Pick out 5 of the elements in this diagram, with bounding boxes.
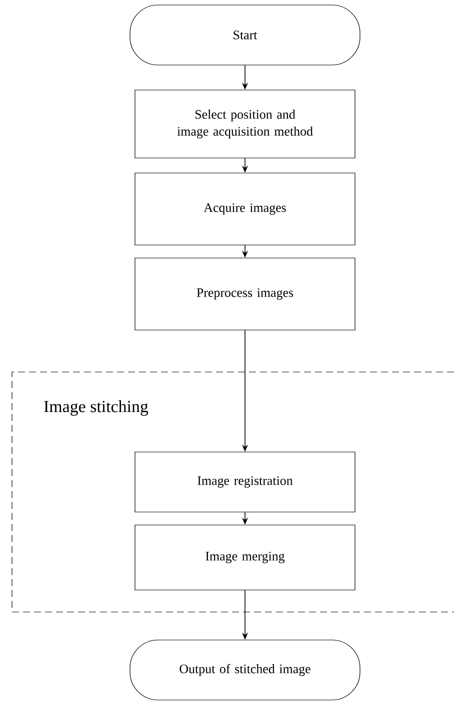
process-box: Image registration xyxy=(134,452,356,512)
process-box: Acquire images xyxy=(134,172,356,246)
process-box: Select position and image acquisition method xyxy=(134,90,356,158)
process-box: Image merging xyxy=(134,524,356,590)
process-box: Preprocess images xyxy=(134,258,356,330)
